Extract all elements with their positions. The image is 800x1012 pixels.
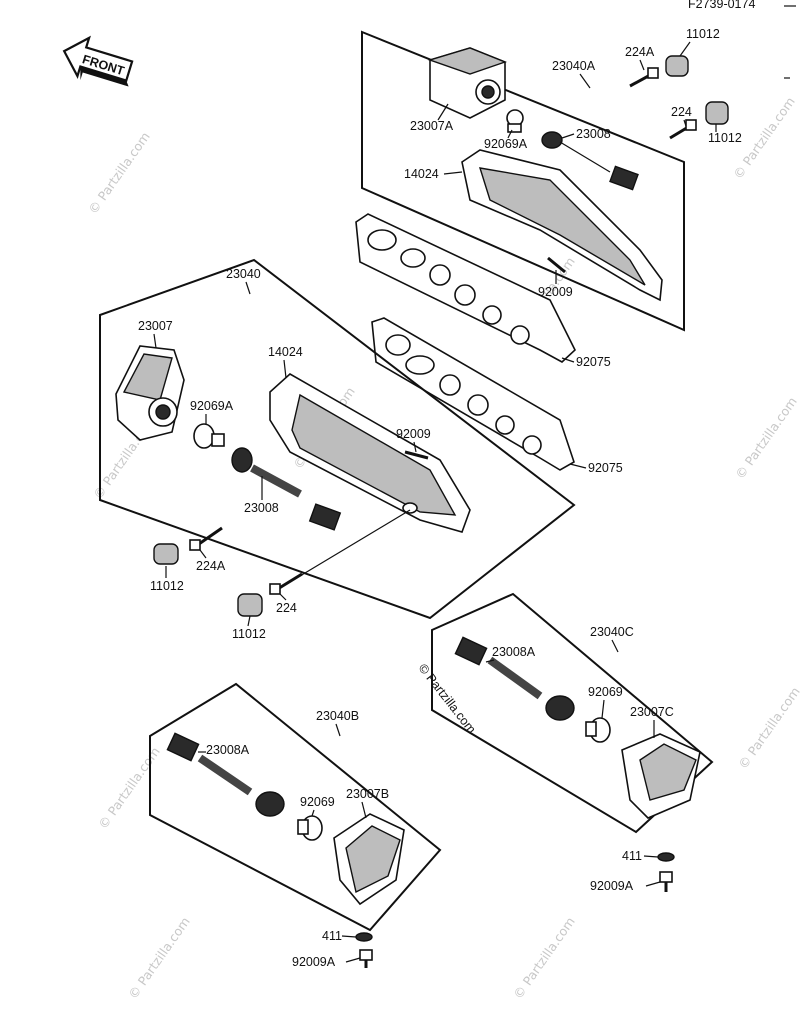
label-bulb: 92069 (588, 685, 623, 699)
lens-14024 (269, 373, 471, 533)
watermark-small: © Partzilla.com (85, 129, 153, 217)
screw-92009 (404, 450, 429, 460)
labels-23040: 23040 23007 14024 92069A 92009 23008 920… (138, 267, 623, 641)
assembly-box (149, 682, 442, 932)
label-screw: 92009 (396, 427, 431, 441)
assembly-box (99, 258, 576, 620)
label-gasket: 92075 (588, 461, 623, 475)
screw-92009A (359, 949, 373, 968)
bolt-224A (189, 526, 223, 551)
watermark-small: © Partzilla.com (735, 684, 800, 772)
labels-23040B: 23040B 23008A 92069 23007B 411 92009A (198, 709, 389, 969)
label-assembly: 23040A (552, 59, 596, 73)
labels-23040C: 23040C 23008A 92069 23007C 411 92009A (485, 625, 674, 893)
label-screw: 92009 (538, 285, 573, 299)
label-socket: 23008A (206, 743, 250, 757)
housing-23007B (333, 813, 405, 906)
label-bolt-a: 224A (625, 45, 655, 59)
label-housing: 23007A (410, 119, 454, 133)
label-screw: 92009A (292, 955, 336, 969)
housing-23007C (621, 733, 701, 819)
grommet-11012-a (665, 55, 689, 77)
watermark-small: © Partzilla.com (95, 744, 163, 832)
label-assembly: 23040B (316, 709, 359, 723)
grommet-11012-a (153, 543, 179, 565)
screw-92009 (547, 256, 566, 274)
socket-23008 (541, 131, 639, 191)
socket-23008 (231, 447, 342, 531)
socket-23008A (166, 732, 285, 817)
bolt-224A (629, 67, 659, 88)
label-assembly: 23040C (590, 625, 634, 639)
leader-line (299, 509, 411, 577)
gasket-92075-lower (371, 317, 575, 471)
watermark-small: © Partzilla.com (125, 914, 193, 1002)
label-washer: 411 (322, 929, 342, 943)
front-arrow: FRONT (62, 35, 134, 87)
socket-23008A (454, 636, 575, 721)
label-grommet-a: 11012 (150, 579, 184, 593)
label-housing: 23007B (346, 787, 389, 801)
label-bulb: 92069A (190, 399, 234, 413)
label-gasket: 92075 (576, 355, 611, 369)
label-housing: 23007C (630, 705, 674, 719)
watermark-large: © Partzilla.com (416, 661, 479, 736)
diagram-code: F2739-0174 (688, 0, 755, 11)
bolt-224 (669, 119, 697, 140)
label-housing: 23007 (138, 319, 173, 333)
housing-23007 (115, 345, 185, 441)
washer-411 (355, 932, 373, 942)
watermark-small: © Partzilla.com (510, 914, 578, 1002)
group-23040A (361, 30, 729, 332)
housing-23007A (427, 47, 508, 119)
screw-92009A (659, 871, 673, 892)
bulb-92069A (193, 423, 225, 449)
bolt-224 (269, 572, 303, 595)
bulb-92069 (585, 717, 611, 743)
group-23040 (99, 258, 576, 620)
label-bolt: 224 (671, 105, 692, 119)
lens-14024 (461, 149, 663, 302)
washer-411 (657, 852, 675, 862)
bulb-92069A (506, 109, 524, 133)
label-grommet: 11012 (232, 627, 266, 641)
label-washer: 411 (622, 849, 642, 863)
group-23040B (149, 682, 442, 932)
labels-23040A: 23040A 23007A 92069A 23008 14024 92009 9… (404, 27, 742, 369)
label-bolt: 224 (276, 601, 297, 615)
label-socket: 23008A (492, 645, 536, 659)
label-bulb: 92069 (300, 795, 335, 809)
group-23040C (431, 592, 714, 834)
label-screw: 92009A (590, 879, 634, 893)
label-bulb: 92069A (484, 137, 528, 151)
label-assembly: 23040 (226, 267, 261, 281)
label-lens: 14024 (404, 167, 439, 181)
label-socket: 23008 (244, 501, 279, 515)
label-grommet: 11012 (708, 131, 742, 145)
label-bolt-a: 224A (196, 559, 226, 573)
grommet-11012-b (237, 593, 263, 617)
label-grommet-a: 11012 (686, 27, 720, 41)
watermark-small: © Partzilla.com (732, 394, 800, 482)
grommet-11012-b (705, 101, 729, 125)
assembly-box (361, 30, 685, 332)
gasket-92075-upper (355, 213, 576, 363)
bulb-92069 (297, 815, 323, 841)
label-lens: 14024 (268, 345, 303, 359)
label-socket: 23008 (576, 127, 611, 141)
